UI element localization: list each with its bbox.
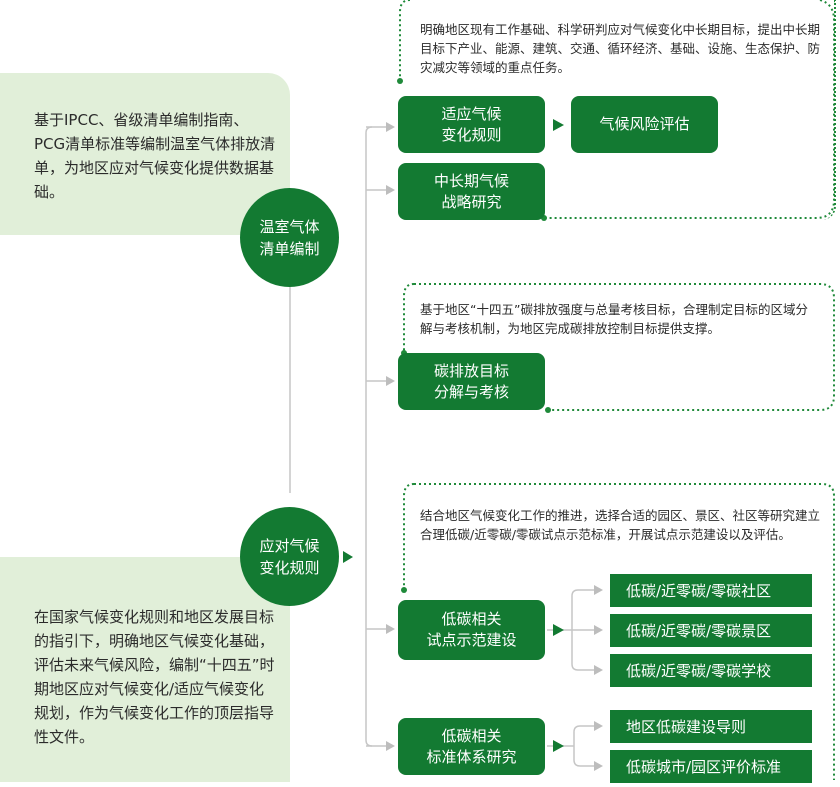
- dot-marker: [397, 78, 403, 84]
- leaf-pilot-scenic[interactable]: 低碳/近零碳/零碳景区: [610, 614, 812, 647]
- arrow-icon: [386, 741, 395, 751]
- adapt-node[interactable]: 适应气候 变化规则: [398, 96, 545, 153]
- arrow-icon: [594, 585, 603, 595]
- arrow-icon: [594, 625, 603, 635]
- arrow-icon: [594, 665, 603, 675]
- target-node[interactable]: 碳排放目标 分解与考核: [398, 353, 545, 410]
- leaf-pilot-school[interactable]: 低碳/近零碳/零碳学校: [610, 654, 812, 687]
- left-panel-top: 基于IPCC、省级清单编制指南、PCG清单标准等编制温室气体排放清单，为地区应对…: [0, 73, 290, 235]
- left-panel-top-text: 基于IPCC、省级清单编制指南、PCG清单标准等编制温室气体排放清单，为地区应对…: [34, 111, 276, 201]
- pilot-node[interactable]: 低碳相关 试点示范建设: [398, 600, 545, 660]
- planning-circle[interactable]: 应对气候 变化规则: [240, 507, 339, 606]
- arrow-icon: [386, 185, 395, 195]
- left-panel-bottom-text: 在国家气候变化规则和地区发展目标的指引下，明确地区气候变化基础，评估未来气候风险…: [34, 608, 275, 746]
- note-text-2: 基于地区“十四五”碳排放强度与总量考核目标，合理制定目标的区域分解与考核机制，为…: [420, 302, 808, 336]
- strategy-node[interactable]: 中长期气候 战略研究: [398, 163, 545, 220]
- arrow-icon: [553, 624, 564, 636]
- leaf-pilot-community[interactable]: 低碳/近零碳/零碳社区: [610, 574, 812, 607]
- leaf-standard-guide[interactable]: 地区低碳建设导则: [610, 710, 812, 743]
- standard-node[interactable]: 低碳相关 标准体系研究: [398, 718, 545, 775]
- dot-marker: [401, 587, 407, 593]
- risk-node[interactable]: 气候风险评估: [571, 96, 718, 153]
- arrow-icon: [386, 122, 395, 132]
- arrow-icon: [343, 551, 353, 563]
- dot-marker: [545, 407, 551, 413]
- leaf-standard-evaluation[interactable]: 低碳城市/园区评价标准: [610, 750, 812, 783]
- arrow-icon: [386, 624, 395, 634]
- arrow-icon: [386, 376, 395, 386]
- arrow-icon: [553, 740, 564, 752]
- inventory-circle[interactable]: 温室气体 清单编制: [240, 188, 339, 287]
- dot-marker: [541, 215, 547, 221]
- note-text-1: 明确地区现有工作基础、科学研判应对气候变化中长期目标，提出中长期目标下产业、能源…: [420, 22, 821, 75]
- note-box-1: [398, 0, 836, 220]
- left-panel-bottom: 在国家气候变化规则和地区发展目标的指引下，明确地区气候变化基础，评估未来气候风险…: [0, 557, 290, 782]
- note-text-3: 结合地区气候变化工作的推进，选择合适的园区、景区、社区等研究建立合理低碳/近零碳…: [420, 508, 821, 542]
- arrow-icon: [594, 761, 603, 771]
- arrow-icon: [594, 721, 603, 731]
